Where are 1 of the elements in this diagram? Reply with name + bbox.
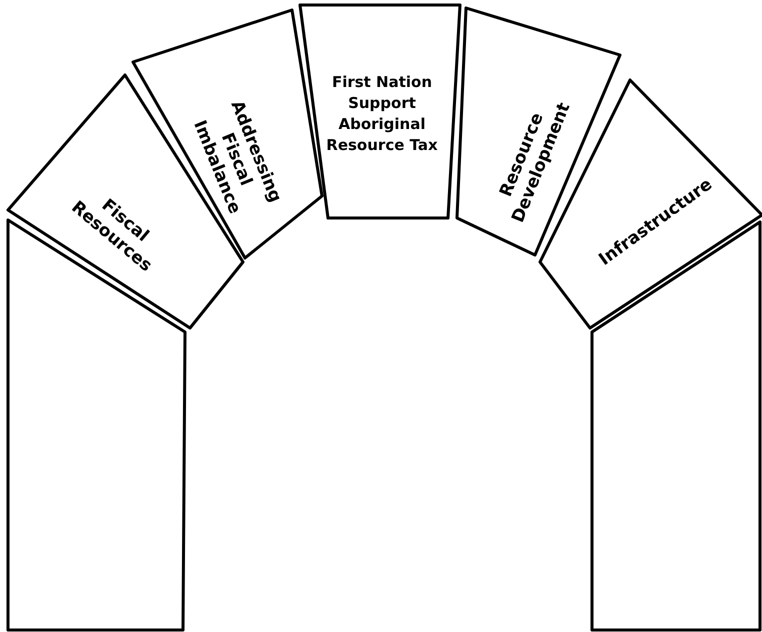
stone-label: First Nation Support Aboriginal Resource Tax: [325, 72, 439, 156]
